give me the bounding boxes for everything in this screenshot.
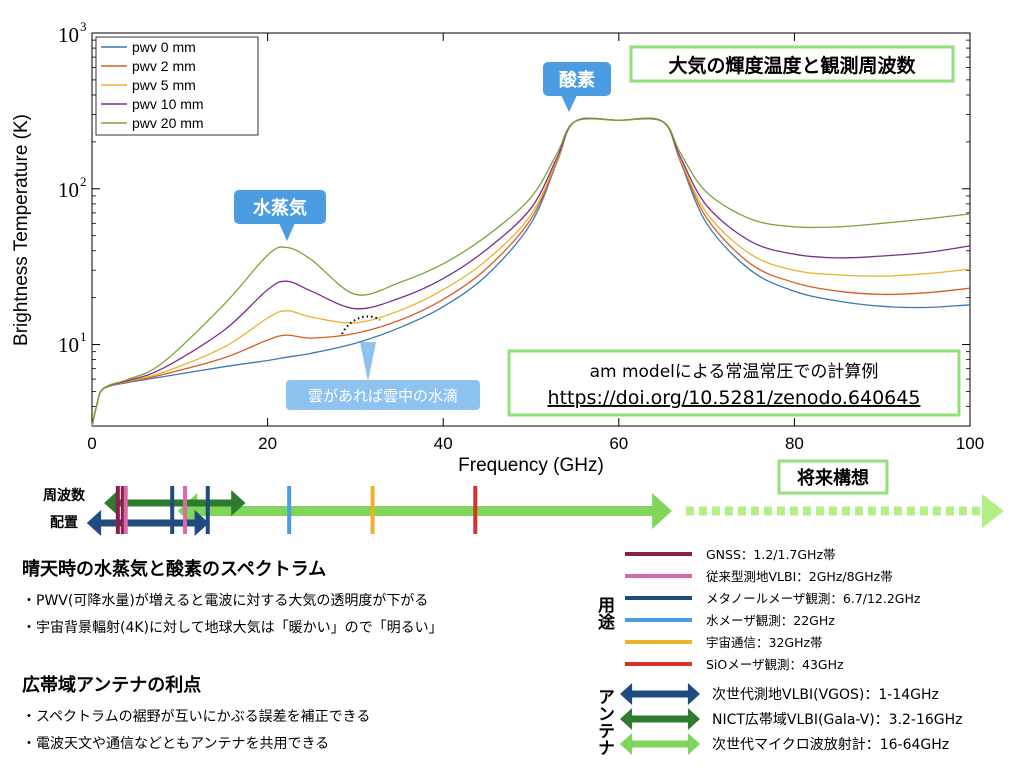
x-tick-label-20: 20	[258, 434, 277, 453]
antenna-label: アンテナ	[594, 688, 614, 756]
future-range-arrow-head	[982, 494, 1004, 528]
section-bullet: ・スペクトラムの裾野が互いにかぶる誤差を補正できる	[22, 709, 370, 725]
antenna-swatch-2	[620, 733, 700, 755]
usage-label: 用途	[594, 596, 615, 631]
antenna-arrows	[620, 683, 700, 755]
x-tick-label-100: 100	[956, 434, 984, 453]
cloud-label: 雲があれば雲中の水滴	[308, 387, 458, 405]
usage-item-methanol: メタノールメーザ観測：6.7/12.2GHz	[706, 591, 921, 606]
legend-item: pwv 10 mm	[132, 96, 204, 112]
chart-title-box: 大気の輝度温度と観測周波数	[629, 45, 955, 83]
x-tick-label-60: 60	[609, 434, 628, 453]
water-vapor-label: 水蒸気	[253, 197, 307, 219]
model-doi-link[interactable]: https://doi.org/10.5281/zenodo.640645	[548, 387, 921, 409]
x-axis-label: Frequency (GHz)	[458, 455, 604, 476]
freq-marker-0	[115, 486, 120, 534]
explanation-section-2: 広帯域アンテナの利点 ・スペクトラムの裾野が互いにかぶる誤差を補正できる ・電波…	[22, 674, 370, 752]
series-line-4	[91, 118, 971, 427]
x-tick-label-80: 80	[785, 434, 804, 453]
cloud-callout: 雲があれば雲中の水滴	[286, 315, 480, 410]
usage-item-space-comm: 宇宙通信：32GHz帯	[706, 635, 823, 650]
radiometer-range-arrow	[177, 493, 672, 529]
freq-marker-5	[205, 486, 210, 534]
svg-text:3: 3	[80, 19, 87, 34]
usage-item-sio: SiOメーザ観測：43GHz	[706, 657, 844, 672]
freq-marker-3	[170, 486, 175, 534]
future-box: 将来構想	[777, 459, 889, 495]
section-bullet: ・PWV(可降水量)が増えると電波に対する大気の透明度が下がる	[22, 593, 428, 609]
antenna-item-galav: NICT広帯域VLBI(Gala-V)：3.2-16GHz	[712, 712, 963, 728]
antenna-legend: アンテナ 次世代測地VLBI(VGOS)：1-14GHz NICT広帯域VLBI…	[594, 683, 963, 756]
series-line-0	[91, 117, 971, 427]
freq-label-line2: 配置	[50, 514, 78, 531]
brightness-temperature-chart: 10 1 10 2 10 3 0 20 40 60 80 100 Frequen…	[11, 19, 984, 476]
freq-marker-7	[370, 486, 375, 534]
x-tick-label-40: 40	[434, 434, 453, 453]
usage-item-water-maser: 水メーザ観測：22GHz	[706, 613, 835, 628]
antenna-item-radiometer: 次世代マイクロ波放射計：16-64GHz	[712, 737, 949, 753]
antenna-swatch-0	[620, 683, 700, 705]
legend-item: pwv 2 mm	[132, 58, 196, 74]
svg-text:1: 1	[80, 329, 87, 344]
freq-marker-4	[183, 486, 188, 534]
freq-label-line1: 周波数	[43, 487, 86, 504]
galav-range-arrow	[104, 490, 246, 516]
legend-item: pwv 5 mm	[132, 77, 196, 93]
model-info-box: am modelによる常温常圧での計算例 https://doi.org/10.…	[507, 349, 961, 417]
usage-item-gnss: GNSS：1.2/1.7GHz帯	[706, 547, 836, 562]
section-bullet: ・宇宙背景輻射(4K)に対して地球大気は「暖かい」ので「明るい」	[22, 620, 443, 636]
legend-item: pwv 20 mm	[132, 115, 204, 131]
oxygen-callout: 酸素	[543, 62, 611, 112]
svg-text:2: 2	[80, 174, 87, 189]
legend: pwv 0 mm pwv 2 mm pwv 5 mm pwv 10 mm pwv…	[95, 36, 259, 136]
x-tick-label-0: 0	[87, 434, 96, 453]
section-heading: 晴天時の水蒸気と酸素のスペクトラム	[22, 558, 326, 580]
water-vapor-callout: 水蒸気	[234, 190, 326, 241]
chart-title: 大気の輝度温度と観測周波数	[668, 54, 916, 77]
oxygen-label: 酸素	[559, 69, 595, 91]
section-bullet: ・電波天文や通信などともアンテナを共用できる	[22, 736, 329, 752]
y-tick-label-1000: 10 3	[58, 19, 87, 47]
legend-item: pwv 0 mm	[132, 39, 196, 55]
series-line-2	[91, 117, 971, 427]
freq-markers	[115, 486, 478, 534]
future-label: 将来構想	[797, 467, 869, 489]
series-line-1	[91, 117, 971, 427]
antenna-item-vgos: 次世代測地VLBI(VGOS)：1-14GHz	[712, 687, 939, 703]
freq-marker-8	[473, 486, 478, 534]
frequency-allocation-bar: 周波数 配置 将来構想	[43, 459, 1004, 536]
explanation-section-1: 晴天時の水蒸気と酸素のスペクトラム ・PWV(可降水量)が増えると電波に対する大…	[22, 558, 443, 636]
usage-item-vlbi: 従来型測地VLBI：2GHz/8GHz帯	[706, 569, 893, 584]
freq-marker-1	[120, 486, 125, 534]
series-line-3	[91, 117, 971, 427]
usage-legend: 用途 GNSS：1.2/1.7GHz帯 従来型測地VLBI：2GHz/8GHz帯…	[594, 547, 921, 672]
svg-text:10: 10	[58, 178, 79, 202]
freq-arrows	[86, 490, 1004, 536]
y-tick-label-100: 10 2	[58, 174, 87, 202]
svg-text:10: 10	[58, 333, 79, 357]
series-lines	[91, 117, 971, 427]
antenna-swatch-1	[620, 708, 700, 730]
section-heading: 広帯域アンテナの利点	[22, 674, 201, 696]
vgos-range-arrow	[86, 510, 209, 536]
freq-marker-6	[287, 486, 292, 534]
axis-ticks	[91, 32, 971, 426]
freq-marker-2	[123, 486, 128, 534]
model-description: am modelによる常温常圧での計算例	[590, 362, 879, 382]
y-tick-label-10: 10 1	[58, 329, 87, 357]
y-axis-label: Brightness Temperature (K)	[11, 114, 32, 346]
svg-text:10: 10	[58, 23, 79, 47]
